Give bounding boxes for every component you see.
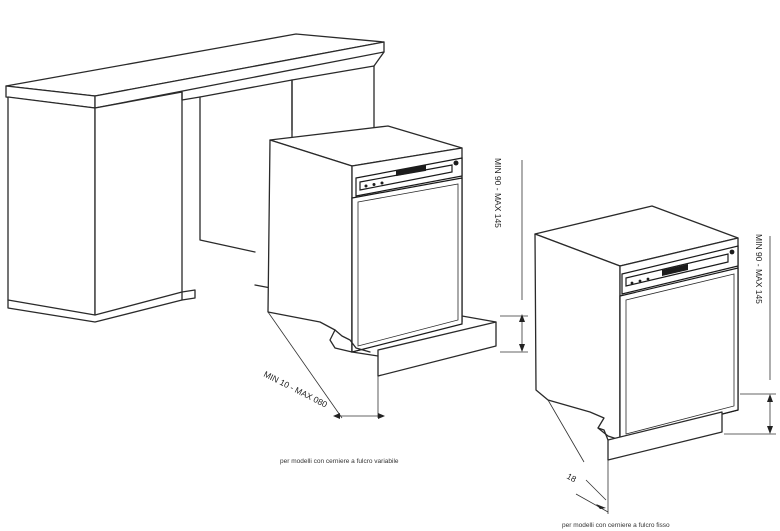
caption-fixed-hinge: per modelli con cerniere a fulcro fisso (562, 522, 670, 529)
caption-variable-hinge: per modelli con cerniere a fulcro variab… (280, 458, 399, 465)
height-dimension-variable: MIN 90 - MAX 145 (493, 158, 528, 353)
height-dimension-fixed: MIN 90 - MAX 145 (724, 234, 776, 435)
depth-label-fixed: 18 (565, 471, 578, 484)
height-label-fixed: MIN 90 - MAX 145 (754, 234, 764, 304)
dishwasher-variable-hinge (267, 125, 497, 377)
depth-label-variable: MIN 10 - MAX 080 (262, 369, 329, 410)
dishwasher-fixed-hinge (534, 205, 739, 461)
height-label-variable: MIN 90 - MAX 145 (493, 158, 503, 228)
depth-dimension-fixed: 18 (547, 399, 609, 514)
